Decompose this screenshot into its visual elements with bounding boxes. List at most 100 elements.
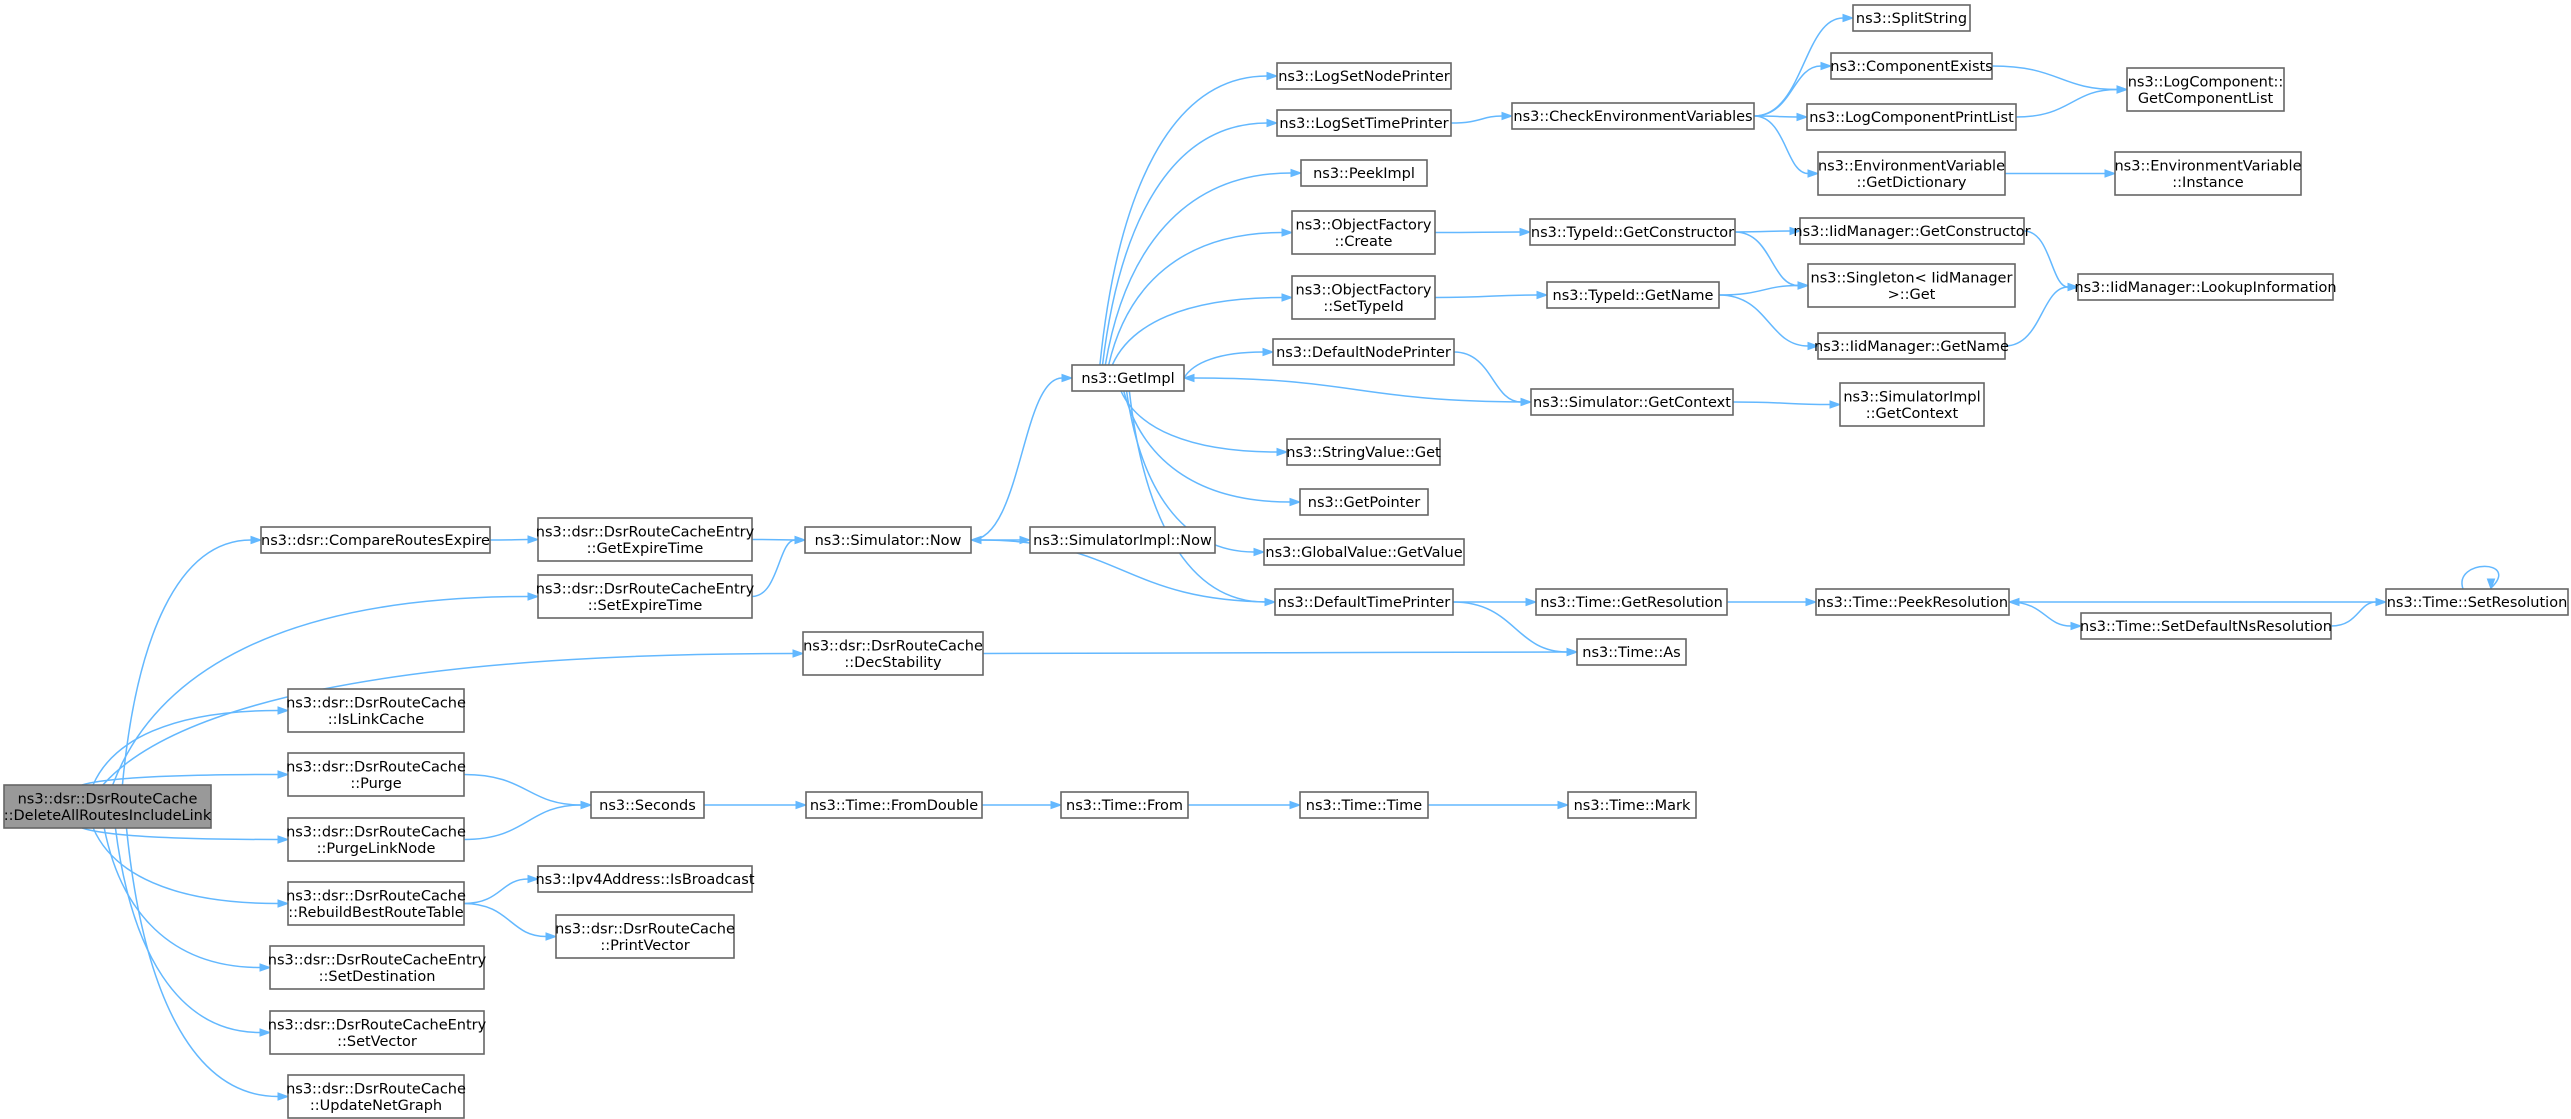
node-ipv4-is-broadcast[interactable]: ns3::Ipv4Address::IsBroadcast	[535, 865, 755, 893]
node-simulator-impl-get-context[interactable]: ns3::SimulatorImpl::GetContext	[1839, 382, 1985, 427]
node-component-exists[interactable]: ns3::ComponentExists	[1830, 52, 1993, 80]
node-peek-impl[interactable]: ns3::PeekImpl	[1300, 159, 1428, 187]
edge-arrowhead	[1050, 800, 1063, 810]
node-box	[1815, 588, 2010, 616]
node-singleton-get[interactable]: ns3::Singleton< IidManager >::Get	[1807, 263, 2016, 308]
node-get-impl[interactable]: ns3::GetImpl	[1071, 364, 1185, 392]
node-print-vector[interactable]: ns3::dsr::DsrRouteCache::PrintVector	[555, 914, 735, 959]
node-purge[interactable]: ns3::dsr::DsrRouteCache::Purge	[286, 752, 466, 797]
edge-line	[1732, 401, 1831, 406]
node-iid-manager-get-constructor[interactable]: ns3::IidManager::GetConstructor	[1793, 217, 2031, 245]
node-label-line: ::Instance	[2172, 175, 2244, 191]
edge-line	[2330, 601, 2377, 627]
node-box	[537, 574, 753, 619]
node-check-environment-variables[interactable]: ns3::CheckEnvironmentVariables	[1511, 102, 1755, 130]
node-time-from-double[interactable]: ns3::Time::FromDouble	[805, 791, 983, 819]
edge-object-factory-set-type-id-to-type-id-get-name	[1434, 290, 1549, 300]
edge-component-exists-to-log-component-get-component-list	[1991, 65, 2129, 94]
node-root[interactable]: ns3::dsr::DsrRouteCache::DeleteAllRoutes…	[3, 784, 212, 829]
node-time-set-resolution[interactable]: ns3::Time::SetResolution	[2385, 588, 2569, 616]
node-iid-manager-lookup-information[interactable]: ns3::IidManager::LookupInformation	[2074, 273, 2337, 301]
edge-line	[1450, 115, 1503, 124]
node-update-net-graph[interactable]: ns3::dsr::DsrRouteCache::UpdateNetGraph	[286, 1074, 466, 1119]
node-label-line: ::DecStability	[844, 655, 942, 671]
node-iid-manager-get-name[interactable]: ns3::IidManager::GetName	[1814, 332, 2009, 360]
edge-line	[1753, 65, 1822, 117]
node-env-var-instance[interactable]: ns3::EnvironmentVariable::Instance	[2114, 151, 2302, 196]
node-simulator-impl-now[interactable]: ns3::SimulatorImpl::Now	[1029, 526, 1216, 554]
node-label-line: ns3::dsr::DsrRouteCache	[286, 1081, 466, 1097]
node-log-component-print-list[interactable]: ns3::LogComponentPrintList	[1806, 103, 2017, 131]
node-box	[1299, 488, 1429, 516]
edge-env-var-get-dictionary-to-env-var-instance	[2004, 169, 2117, 178]
edge-line	[1991, 65, 2118, 91]
node-dec-stability[interactable]: ns3::dsr::DsrRouteCache::DecStability	[802, 631, 984, 676]
edge-line	[1120, 390, 1278, 453]
node-set-expire-time[interactable]: ns3::dsr::DsrRouteCacheEntry::SetExpireT…	[536, 574, 755, 619]
edges-layer	[81, 13, 2500, 1101]
node-seconds[interactable]: ns3::Seconds	[590, 791, 705, 819]
node-time-time[interactable]: ns3::Time::Time	[1299, 791, 1429, 819]
node-time-get-resolution[interactable]: ns3::Time::GetResolution	[1535, 588, 1728, 616]
node-simulator-now[interactable]: ns3::Simulator::Now	[804, 526, 972, 554]
edge-line	[1183, 351, 1264, 379]
edge-arrowhead	[1182, 373, 1195, 383]
node-time-peek-resolution[interactable]: ns3::Time::PeekResolution	[1815, 588, 2010, 616]
node-label-line: ns3::LogComponentPrintList	[1809, 110, 2014, 126]
node-box	[287, 817, 465, 862]
node-box	[2126, 67, 2285, 112]
node-label-line: ns3::Ipv4Address::IsBroadcast	[535, 872, 754, 888]
edge-arrowhead	[2104, 169, 2117, 178]
node-box	[1300, 159, 1428, 187]
node-string-value-get[interactable]: ns3::StringValue::Get	[1286, 438, 1441, 466]
node-default-time-printer[interactable]: ns3::DefaultTimePrinter	[1274, 588, 1454, 616]
node-get-pointer[interactable]: ns3::GetPointer	[1299, 488, 1429, 516]
edge-iid-manager-get-name-to-iid-manager-lookup-information	[2004, 282, 2080, 347]
edge-arrowhead	[1266, 71, 1279, 81]
node-set-vector[interactable]: ns3::dsr::DsrRouteCacheEntry::SetVector	[268, 1010, 487, 1055]
node-time-from[interactable]: ns3::Time::From	[1060, 791, 1189, 819]
edge-get-impl-to-get-pointer	[1123, 390, 1302, 507]
node-time-mark[interactable]: ns3::Time::Mark	[1567, 791, 1697, 819]
edge-simulator-now-to-get-impl	[970, 373, 1074, 541]
edge-line	[1452, 601, 1568, 653]
node-box	[2077, 273, 2334, 301]
edge-log-component-print-list-to-log-component-get-component-list	[2015, 85, 2129, 118]
node-rebuild-best-route-table[interactable]: ns3::dsr::DsrRouteCache::RebuildBestRout…	[286, 881, 466, 926]
node-object-factory-create[interactable]: ns3::ObjectFactory::Create	[1291, 210, 1436, 255]
node-split-string[interactable]: ns3::SplitString	[1852, 4, 1971, 32]
edge-line	[1734, 231, 1799, 287]
node-default-node-printer[interactable]: ns3::DefaultNodePrinter	[1272, 338, 1455, 366]
node-time-as[interactable]: ns3::Time::As	[1576, 638, 1687, 666]
node-time-set-default-ns-resolution[interactable]: ns3::Time::SetDefaultNsResolution	[2080, 612, 2332, 640]
node-label-line: ns3::IidManager::GetName	[1814, 339, 2009, 355]
node-simulator-get-context[interactable]: ns3::Simulator::GetContext	[1530, 388, 1734, 416]
node-log-set-time-printer[interactable]: ns3::LogSetTimePrinter	[1276, 109, 1452, 137]
node-label-line: ns3::PeekImpl	[1313, 166, 1415, 182]
node-env-var-get-dictionary[interactable]: ns3::EnvironmentVariable::GetDictionary	[1817, 151, 2006, 196]
node-box	[1299, 791, 1429, 819]
edge-compare-routes-expire-to-get-expire-time	[489, 535, 540, 544]
edge-arrowhead	[1266, 118, 1279, 128]
node-type-id-get-constructor[interactable]: ns3::TypeId::GetConstructor	[1529, 218, 1736, 246]
edge-line	[463, 878, 529, 905]
node-purge-link-node[interactable]: ns3::dsr::DsrRouteCache::PurgeLinkNode	[286, 817, 466, 862]
node-compare-routes-expire[interactable]: ns3::dsr::CompareRoutesExpire	[260, 526, 491, 554]
edge-get-impl-to-global-value-get-value	[1125, 390, 1266, 557]
node-box	[1546, 281, 1720, 309]
node-global-value-get-value[interactable]: ns3::GlobalValue::GetValue	[1263, 538, 1465, 566]
node-object-factory-set-type-id[interactable]: ns3::ObjectFactory::SetTypeId	[1291, 275, 1436, 320]
edge-line	[1718, 284, 1799, 296]
node-log-set-node-printer[interactable]: ns3::LogSetNodePrinter	[1276, 62, 1452, 90]
node-set-destination[interactable]: ns3::dsr::DsrRouteCacheEntry::SetDestina…	[268, 945, 487, 990]
node-label-line: ::Purge	[350, 776, 401, 792]
edge-root-to-compare-routes-expire	[121, 535, 263, 786]
node-type-id-get-name[interactable]: ns3::TypeId::GetName	[1546, 281, 1720, 309]
node-box	[1839, 382, 1985, 427]
node-label-line: ns3::Time::As	[1582, 645, 1680, 661]
node-log-component-get-component-list[interactable]: ns3::LogComponent::GetComponentList	[2126, 67, 2285, 112]
node-is-link-cache[interactable]: ns3::dsr::DsrRouteCache::IsLinkCache	[286, 688, 466, 733]
edge-arrowhead	[2116, 85, 2129, 94]
node-box	[1817, 332, 2006, 360]
node-get-expire-time[interactable]: ns3::dsr::DsrRouteCacheEntry::GetExpireT…	[536, 517, 755, 562]
